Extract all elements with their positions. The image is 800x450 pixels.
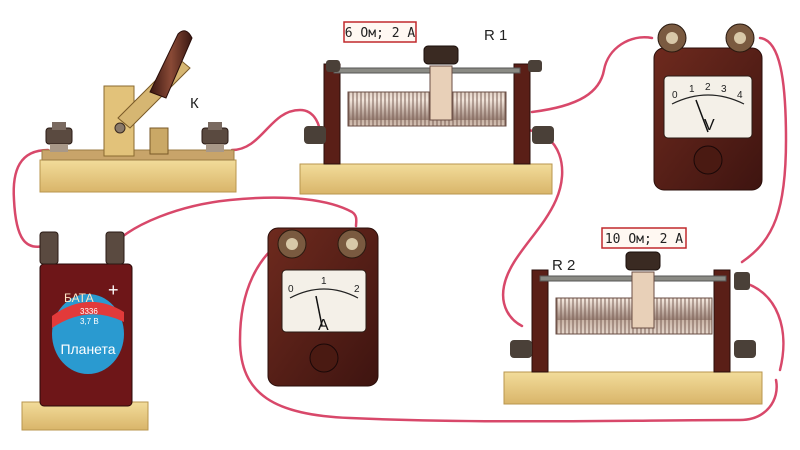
r1-rating: 6 Ом; 2 А (345, 26, 416, 41)
r1-slider-rod (333, 67, 521, 74)
r2-rating-tag: 10 Ом; 2 А (601, 227, 687, 249)
r1-coil (347, 91, 507, 127)
r2-label: R 2 (552, 257, 575, 274)
wire-ammeter-loop (238, 236, 778, 423)
r2-slider[interactable] (631, 271, 655, 329)
voltmeter-scale-2: 2 (705, 82, 711, 93)
battery-brand-top: БАТА (64, 291, 94, 305)
voltmeter-scale-1: 1 (689, 84, 695, 95)
rheostat-r2: 10 Ом; 2 А R 2 (503, 227, 763, 405)
wire-r1-voltmeter (530, 36, 654, 114)
terminal-knob-icon[interactable] (657, 23, 755, 53)
wire-switch-r1 (230, 108, 322, 152)
r2-right-bracket (713, 269, 731, 373)
wires (12, 36, 788, 423)
voltmeter-zero-knob-icon[interactable] (693, 145, 723, 175)
ammeter-scale-2: 2 (354, 284, 360, 295)
battery-logo-red-band (52, 301, 124, 328)
voltmeter-scale-4: 4 (737, 90, 743, 101)
switch-base (39, 159, 237, 193)
ammeter-unit: А (318, 317, 329, 334)
voltmeter-scale-0: 0 (672, 90, 678, 101)
rheostat-r1: 6 Ом; 2 А R 1 (299, 21, 554, 195)
pivot-screw-icon (114, 122, 126, 134)
switch-label: К (190, 95, 199, 112)
ammeter-zero-knob-icon[interactable] (309, 343, 339, 373)
wire-battery-ammeter (110, 196, 358, 248)
wire-r1-r2 (501, 128, 564, 328)
terminal-knob-icon (201, 122, 229, 152)
ammeter-dial (281, 269, 367, 333)
voltmeter-dial (663, 75, 753, 139)
switch-plate (41, 149, 235, 161)
r1-base (299, 163, 553, 195)
terminal-knob-icon (304, 60, 554, 144)
voltmeter-unit: V (704, 117, 715, 134)
switch-handle[interactable] (149, 30, 193, 99)
battery-code-2: 3,7 В (80, 317, 99, 326)
wire-voltmeter-r2 (740, 36, 788, 264)
terminal-knob-icon (45, 122, 73, 152)
battery-plus: + (108, 280, 119, 300)
voltmeter: 0 1 2 3 4 V (653, 23, 763, 191)
battery-brand-name: Планета (60, 341, 115, 357)
r1-left-bracket (323, 63, 341, 165)
r1-right-bracket (513, 63, 531, 165)
battery: + БАТА 3336 3,7 В Планета (21, 231, 149, 431)
battery-code-1: 3336 (80, 307, 98, 316)
terminal-knob-icon (39, 231, 125, 265)
r1-rating-tag: 6 Ом; 2 А (343, 21, 417, 43)
voltmeter-scale-arc (671, 94, 745, 105)
r2-slider-knob[interactable] (625, 251, 661, 271)
r2-rating: 10 Ом; 2 А (605, 232, 683, 247)
terminal-knob-icon (510, 272, 756, 358)
knife-switch[interactable]: К (39, 30, 237, 193)
ammeter-scale-arc (289, 288, 359, 299)
ammeter-scale-0: 0 (288, 284, 294, 295)
r1-slider[interactable] (429, 65, 453, 121)
wire-r2-return (740, 280, 785, 372)
r1-label: R 1 (484, 27, 507, 44)
wire-switch-battery (12, 148, 50, 249)
switch-jaw (149, 127, 169, 155)
ammeter-scale-1: 1 (321, 276, 327, 287)
voltmeter-scale-3: 3 (721, 84, 727, 95)
r2-left-bracket (531, 269, 549, 373)
r1-slider-knob[interactable] (423, 45, 459, 65)
r2-base (503, 371, 763, 405)
voltmeter-needle (695, 99, 709, 133)
ammeter-needle (315, 295, 323, 327)
ammeter: 0 1 2 А (267, 227, 379, 387)
battery-base (21, 401, 149, 431)
terminal-knob-icon[interactable] (277, 229, 367, 259)
